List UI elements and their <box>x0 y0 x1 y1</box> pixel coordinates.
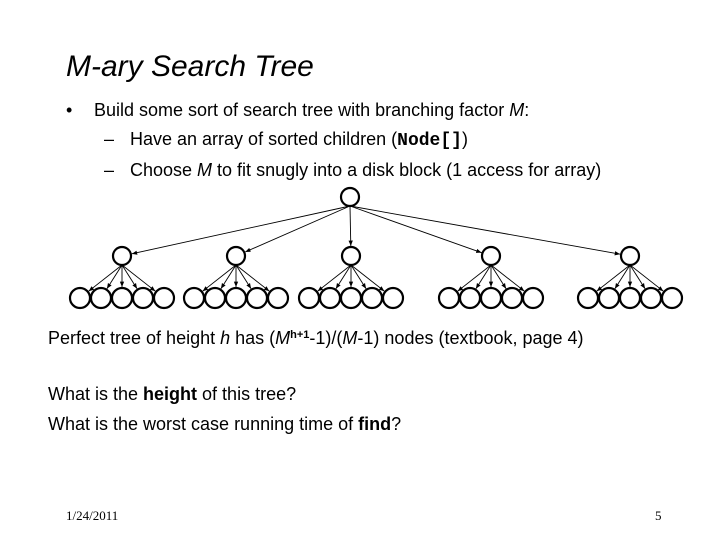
child-to-leaf-edge <box>235 264 270 292</box>
leaf-node <box>131 286 155 310</box>
leaf-node <box>297 286 321 310</box>
leaf-node <box>660 286 684 310</box>
sub2-prefix: Choose <box>130 160 198 180</box>
child-to-leaf-edge <box>121 264 138 289</box>
child-to-leaf-edge <box>629 264 664 292</box>
sub1-code: Node[] <box>397 131 462 151</box>
sub2-var: M <box>197 160 213 180</box>
leaf-node <box>89 286 113 310</box>
child-to-leaf-edge <box>350 264 367 289</box>
leaf-node <box>500 286 524 310</box>
formula-m1: M <box>275 328 291 348</box>
leaf-node <box>203 286 227 310</box>
root-to-child-edge <box>349 205 482 254</box>
bullet-main-suffix: : <box>524 100 530 120</box>
leaf-node <box>479 286 503 310</box>
q1-bold: height <box>143 384 198 404</box>
leaf-node <box>576 286 600 310</box>
internal-node <box>340 245 362 267</box>
leaf-node <box>68 286 92 310</box>
sub-bullet-dash: – <box>104 160 115 180</box>
formula-suffix: -1) nodes (textbook, page 4) <box>357 328 584 348</box>
leaf-node <box>245 286 269 310</box>
internal-node <box>111 245 133 267</box>
leaf-node <box>339 286 363 310</box>
q1-suffix: of this tree? <box>197 384 297 404</box>
leaf-node <box>318 286 342 310</box>
child-to-leaf-edge <box>106 264 123 289</box>
q2-suffix: ? <box>391 414 402 434</box>
child-to-leaf-edge <box>629 264 646 289</box>
leaf-node <box>521 286 545 310</box>
formula-line: Perfect tree of height h has (Mh+1-1)/(M… <box>48 328 584 349</box>
leaf-node <box>360 286 384 310</box>
leaf-node <box>437 286 461 310</box>
child-to-leaf-edge <box>614 264 631 289</box>
child-to-leaf-edge <box>490 264 507 289</box>
page-number: 5 <box>655 508 662 523</box>
leaf-node <box>458 286 482 310</box>
child-to-leaf-edge <box>596 264 631 292</box>
child-to-leaf-edge <box>121 264 156 292</box>
child-to-leaf-edge <box>350 264 385 292</box>
leaf-node <box>182 286 206 310</box>
child-to-leaf-edge <box>457 264 492 292</box>
leaf-node <box>381 286 405 310</box>
child-to-leaf-edge <box>202 264 237 292</box>
root-node <box>339 186 361 208</box>
bullet-main-var: M <box>509 100 525 120</box>
leaf-node <box>618 286 642 310</box>
question-find: What is the worst case running time of f… <box>48 414 401 435</box>
q2-bold: find <box>358 414 392 434</box>
tree-edges <box>88 205 664 292</box>
root-to-child-edge <box>131 205 351 255</box>
child-to-leaf-edge <box>490 264 525 292</box>
leaf-node <box>152 286 176 310</box>
formula-h: h <box>220 328 231 348</box>
leaf-node <box>597 286 621 310</box>
bullet-dot: • <box>66 100 73 120</box>
question-height: What is the height of this tree? <box>48 384 296 405</box>
child-to-leaf-edge <box>335 264 352 289</box>
q2-prefix: What is the worst case running time of <box>48 414 359 434</box>
q1-prefix: What is the <box>48 384 144 404</box>
child-to-leaf-edge <box>235 264 252 289</box>
bullet-main: • Build some sort of search tree with bra… <box>66 100 529 121</box>
child-to-leaf-edge <box>220 264 237 289</box>
formula-exponent: h+1 <box>290 329 310 341</box>
sub-bullet-disk: –Choose M to fit snugly into a disk bloc… <box>104 160 601 181</box>
slide-title: M-ary Search Tree <box>66 50 314 83</box>
sub1-prefix: Have an array of sorted children ( <box>130 129 398 149</box>
formula-prefix: Perfect tree of height <box>48 328 221 348</box>
tree-nodes <box>68 186 684 310</box>
leaf-node <box>266 286 290 310</box>
leaf-node <box>639 286 663 310</box>
root-to-child-edge <box>349 205 621 256</box>
leaf-node <box>110 286 134 310</box>
internal-node <box>225 245 247 267</box>
formula-m2: M <box>342 328 358 348</box>
bullet-main-prefix: Build some sort of search tree with bran… <box>94 100 510 120</box>
leaf-node <box>224 286 248 310</box>
child-to-leaf-edge <box>317 264 352 292</box>
root-to-child-edge <box>348 205 353 247</box>
sub1-suffix: ) <box>461 129 468 149</box>
child-to-leaf-edge <box>475 264 492 289</box>
sub-bullet-dash: – <box>104 129 115 149</box>
internal-node <box>619 245 641 267</box>
root-to-child-edge <box>244 205 351 253</box>
sub2-suffix: to fit snugly into a disk block (1 acces… <box>212 160 602 180</box>
sub-bullet-array: –Have an array of sorted children (Node[… <box>104 129 468 151</box>
formula-mid2: -1)/( <box>309 328 343 348</box>
formula-mid: has ( <box>230 328 276 348</box>
internal-node <box>480 245 502 267</box>
footer-date: 1/24/2011 <box>66 508 119 523</box>
child-to-leaf-edge <box>88 264 123 292</box>
